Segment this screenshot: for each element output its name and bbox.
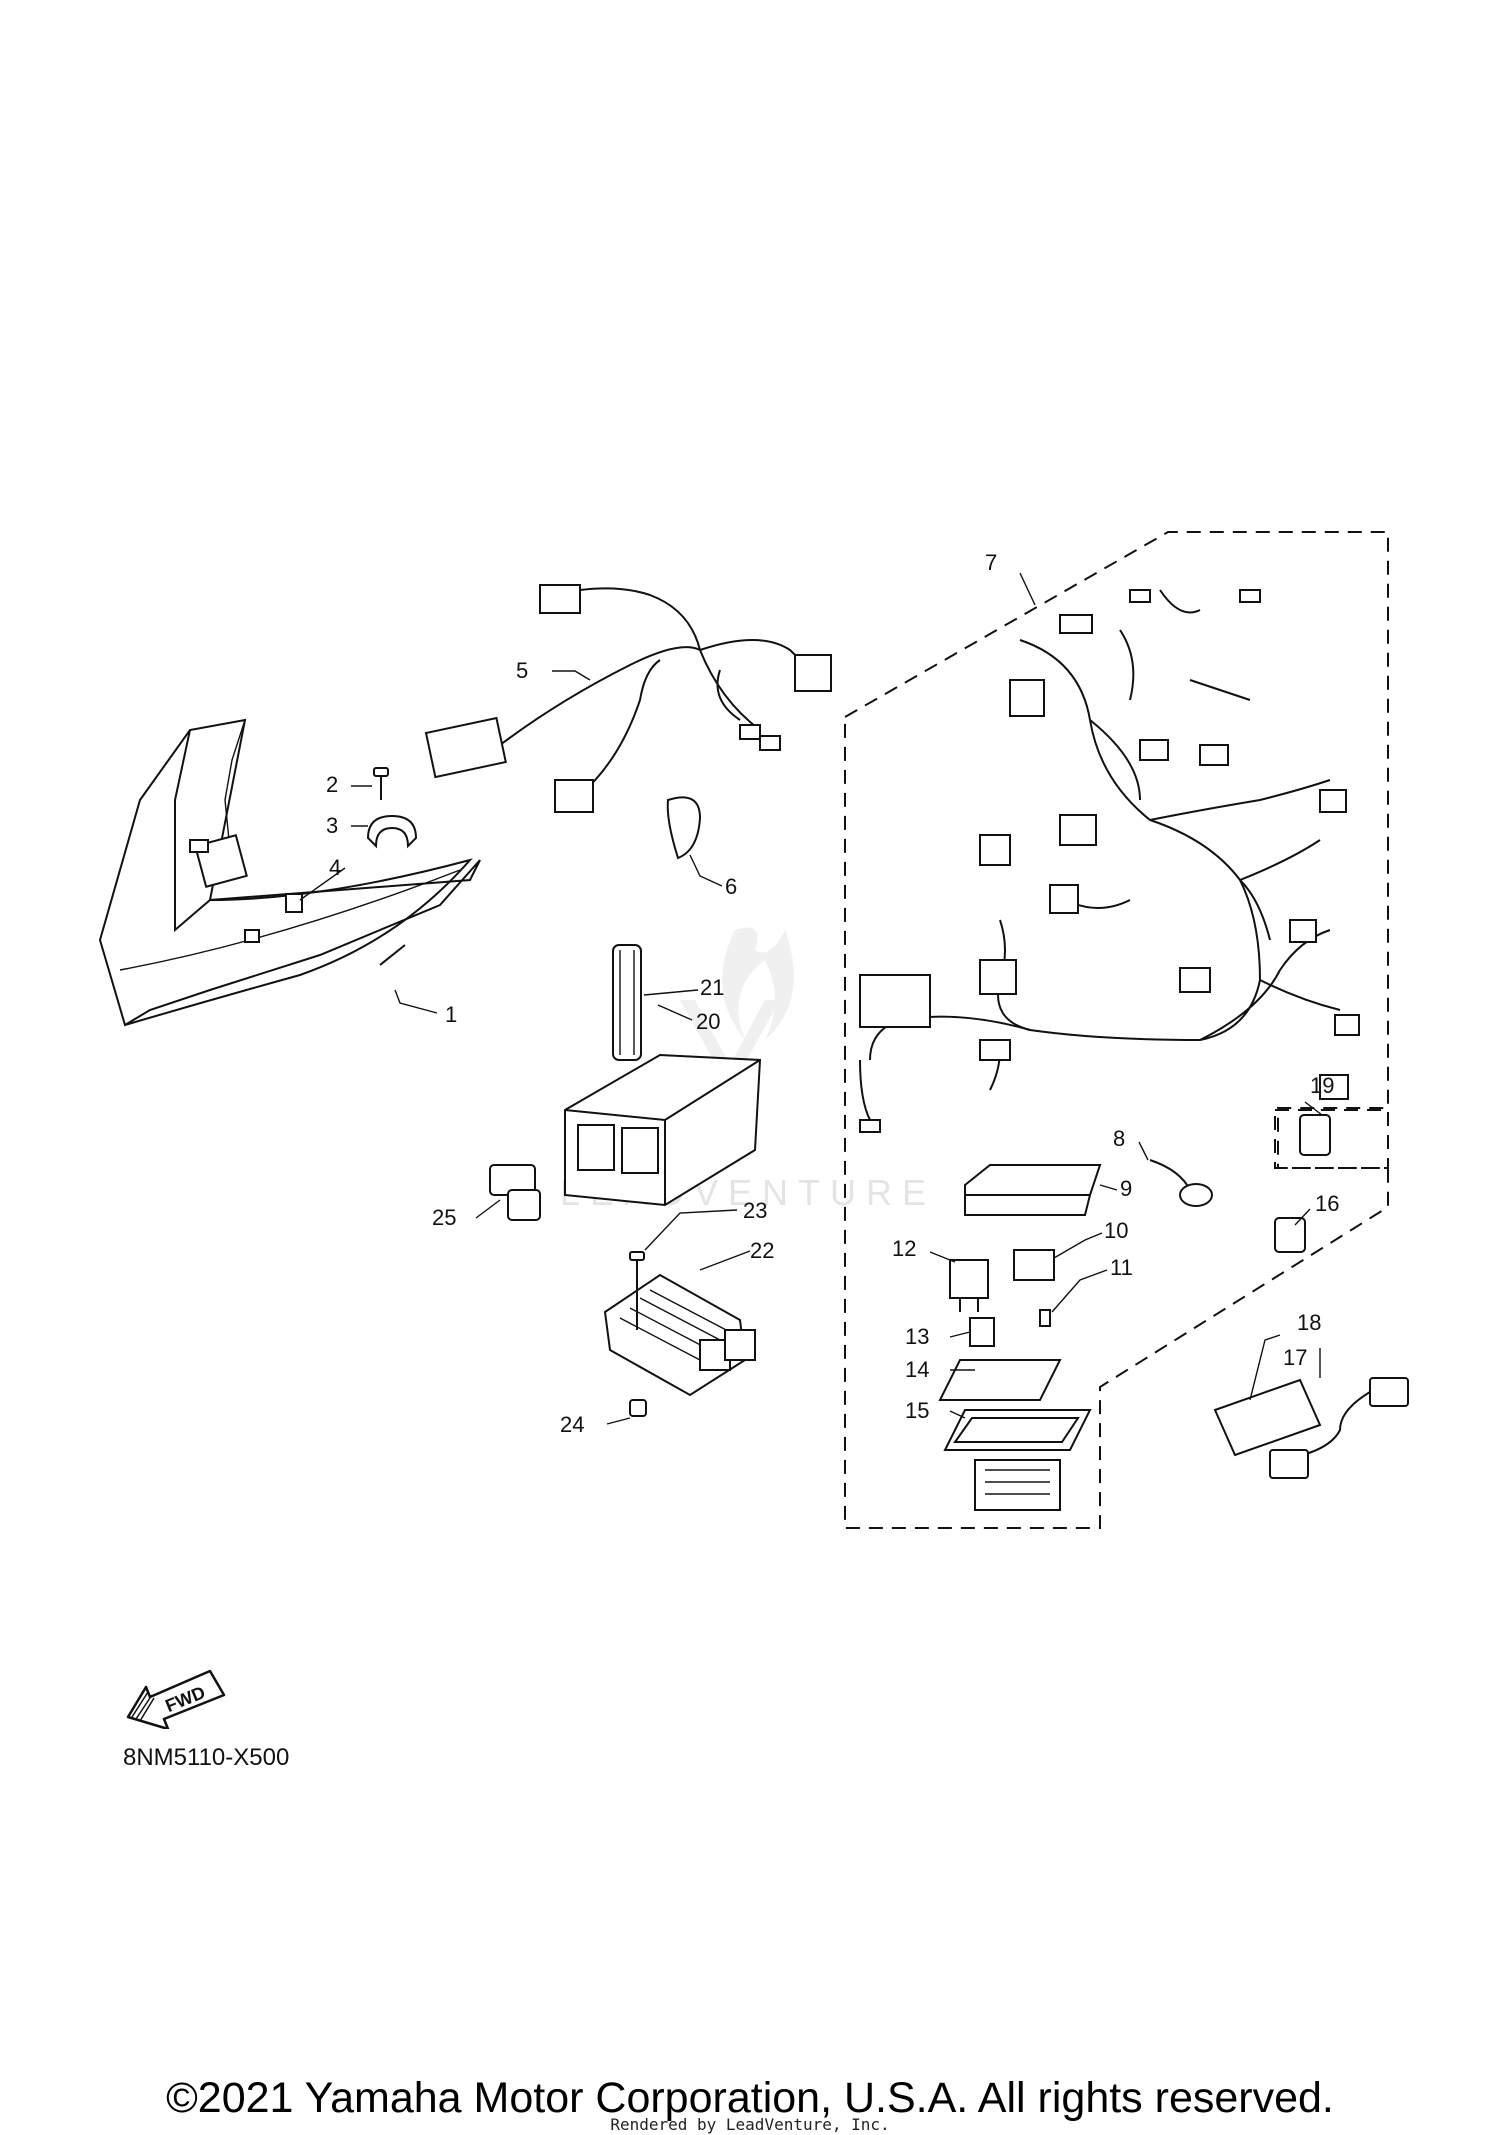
callout-18: 18 xyxy=(1297,1310,1321,1335)
part-gasket-15[interactable] xyxy=(943,1409,1092,1451)
callout-20: 20 xyxy=(696,1009,720,1034)
callout-17: 17 xyxy=(1283,1345,1307,1370)
callout-14: 14 xyxy=(905,1357,929,1382)
callout-9: 9 xyxy=(1120,1176,1132,1201)
part-nut-24[interactable] xyxy=(629,1399,647,1417)
callout-3: 3 xyxy=(326,813,338,838)
copyright-notice: ©2021 Yamaha Motor Corporation, U.S.A. A… xyxy=(166,2074,1334,2122)
part-fuse-block[interactable] xyxy=(974,1459,1061,1511)
harness-group-outline xyxy=(844,531,1389,1529)
part-coupler-19[interactable] xyxy=(1299,1114,1331,1156)
callout-19: 19 xyxy=(1310,1073,1334,1098)
part-sensor-25[interactable] xyxy=(489,1164,541,1221)
callout-24: 24 xyxy=(560,1412,584,1437)
callout-23: 23 xyxy=(743,1198,767,1223)
part-adapter-lead-17[interactable] xyxy=(1269,1377,1409,1479)
part-fuse-box-cover[interactable] xyxy=(964,1164,1102,1216)
part-band-6[interactable] xyxy=(666,796,702,860)
callout-5: 5 xyxy=(516,658,528,683)
part-clip-4[interactable] xyxy=(285,893,303,913)
part-strap-21[interactable] xyxy=(612,944,642,1061)
callout-10: 10 xyxy=(1104,1218,1128,1243)
callout-21: 21 xyxy=(700,975,724,1000)
part-relay-10[interactable] xyxy=(1013,1249,1055,1281)
part-wire-8[interactable] xyxy=(1149,1159,1213,1207)
fwd-arrow-icon: FWD xyxy=(126,1669,226,1729)
part-coupler-16[interactable] xyxy=(1274,1217,1306,1253)
part-fuse-11[interactable] xyxy=(1039,1309,1051,1327)
callout-1: 1 xyxy=(445,1002,457,1027)
callout-11: 11 xyxy=(1110,1255,1133,1280)
callout-25: 25 xyxy=(432,1205,456,1230)
leader-lines xyxy=(299,572,1323,1425)
rendered-by-credit: Rendered by LeadVenture, Inc. xyxy=(610,2115,890,2134)
part-headlight-cowl[interactable] xyxy=(98,718,481,1027)
callout-8: 8 xyxy=(1113,1126,1125,1151)
part-relay-12[interactable] xyxy=(949,1259,989,1312)
watermark-logo xyxy=(680,927,794,1090)
part-main-wire-harness[interactable] xyxy=(859,589,1360,1133)
part-sub-wire-harness[interactable] xyxy=(424,584,832,813)
callout-22: 22 xyxy=(750,1238,774,1263)
callout-2: 2 xyxy=(326,772,338,797)
callout-15: 15 xyxy=(905,1398,929,1423)
part-screw-23[interactable] xyxy=(629,1251,645,1330)
part-clamp-3[interactable] xyxy=(366,814,418,849)
callout-16: 16 xyxy=(1315,1191,1339,1216)
diagram-code: 8NM5110-X500 xyxy=(123,1744,290,1771)
part-bolt-2[interactable] xyxy=(373,767,389,800)
callout-6: 6 xyxy=(725,874,737,899)
callout-13: 13 xyxy=(905,1324,929,1349)
part-fuse-label-14[interactable] xyxy=(938,1359,1062,1401)
part-relay-13[interactable] xyxy=(969,1317,995,1347)
callout-7: 7 xyxy=(985,550,997,575)
part-ecu[interactable] xyxy=(564,1053,762,1207)
callout-4: 4 xyxy=(329,855,341,880)
callout-12: 12 xyxy=(892,1236,916,1261)
part-rectifier-regulator[interactable] xyxy=(603,1273,756,1397)
part-instruction-sheet-18[interactable] xyxy=(1213,1378,1322,1457)
part-19-outline xyxy=(1274,1109,1389,1169)
